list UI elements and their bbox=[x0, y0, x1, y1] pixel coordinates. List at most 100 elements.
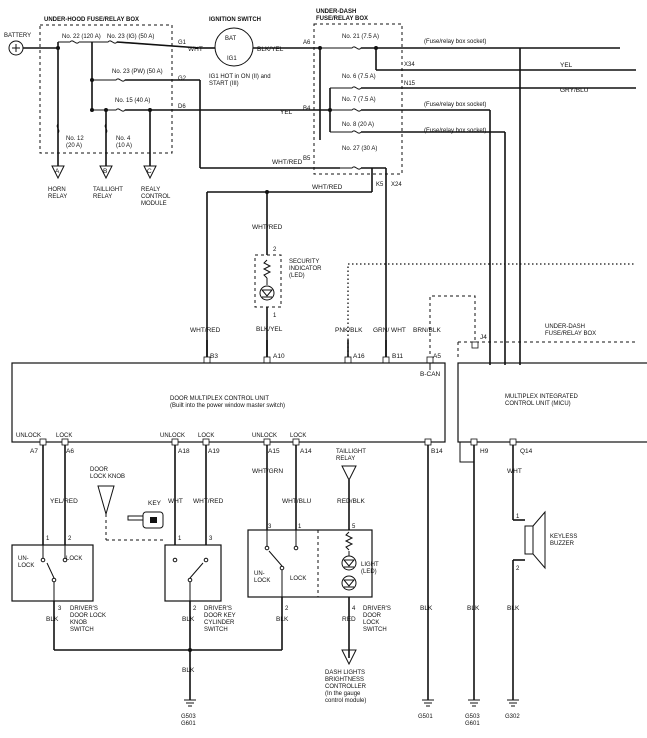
pin-q14: Q14 bbox=[520, 448, 533, 455]
dmcu-unlock-2: UNLOCK bbox=[160, 433, 185, 439]
wire-wht-red-sec: WHT/RED bbox=[252, 224, 283, 231]
knob-switch-label-1: DRIVER'S bbox=[70, 606, 98, 612]
output-b: B bbox=[103, 168, 107, 175]
pin-a6: A6 bbox=[66, 448, 74, 455]
micu: MULTIPLEX INTEGRATED CONTROL UNIT (MICU)… bbox=[457, 362, 647, 463]
door-lock-knob-switch: YEL/RED DOOR LOCK KNOB KEY 1 2 UN- LOCK … bbox=[11, 445, 165, 650]
signal-lines bbox=[347, 263, 636, 360]
wire-red: RED bbox=[342, 616, 356, 623]
pin-a6-top: A6 bbox=[303, 40, 311, 46]
knob-pin-1: 1 bbox=[46, 536, 50, 542]
pin-j4: J4 bbox=[480, 334, 487, 341]
pin-b14: B14 bbox=[431, 448, 443, 455]
fuse-6-label: No. 6 (7.5 A) bbox=[342, 74, 376, 80]
wire-yel-right: YEL bbox=[560, 62, 573, 69]
wire-wht-g1: WHT bbox=[188, 46, 203, 53]
wire-grn-wht: GRN/ WHT bbox=[373, 327, 406, 334]
taillight-relay-label-bottom-2: RELAY bbox=[336, 456, 355, 462]
wire-blk-cyl: BLK bbox=[182, 616, 195, 623]
wire-gry-blu: GRY/BLU bbox=[560, 87, 589, 94]
security-label-2: INDICATOR bbox=[289, 266, 322, 272]
wire-blk-knob: BLK bbox=[46, 616, 59, 623]
buzzer-label-1: KEYLESS bbox=[550, 534, 577, 540]
ground-g601-1: G601 bbox=[181, 721, 196, 727]
wire-pnk-blk: PNK/BLK bbox=[335, 327, 363, 334]
dls-pin-5: 5 bbox=[352, 524, 356, 530]
pin-h9: H9 bbox=[480, 448, 489, 455]
dmcu-lock-2: LOCK bbox=[198, 433, 214, 439]
knob-switch-label-4: SWITCH bbox=[70, 627, 94, 633]
security-pin-top: 2 bbox=[273, 247, 277, 253]
ground-g503-g601-icon bbox=[184, 699, 196, 707]
knob-switch-label-3: KNOB bbox=[70, 620, 87, 626]
dls-lock: LOCK bbox=[290, 576, 306, 582]
dls-pin-4: 4 bbox=[352, 606, 356, 612]
dmcu-unlock-3: UNLOCK bbox=[252, 433, 277, 439]
dash-lights-label-3: CONTROLLER bbox=[325, 684, 367, 690]
ground-g501-icon bbox=[422, 699, 434, 707]
pin-a16: A16 bbox=[353, 353, 365, 360]
underhood-wiring: A B C HORN RELAY TAILLIGHT RELAY REALY C… bbox=[23, 40, 201, 207]
door-lock-switch: WHT/GRN WHT/BLU 3 1 UN- LOCK LOCK 2 BLK bbox=[247, 445, 373, 650]
door-lock-switch-box bbox=[247, 529, 373, 598]
knob-switch-box bbox=[11, 544, 94, 602]
dash-lights-label-4: (In the gauge bbox=[325, 691, 361, 697]
realy-control-label-1: REALY bbox=[141, 187, 160, 193]
buzzer-pin-2: 2 bbox=[516, 566, 520, 572]
door-lock-led-icon-1 bbox=[341, 555, 357, 571]
knob-unlock-1: UN- bbox=[18, 556, 29, 562]
socket-label-2: (Fuse/relay box socket) bbox=[424, 102, 486, 108]
pin-a7: A7 bbox=[30, 448, 38, 455]
dls-light-1: LIGHT bbox=[361, 562, 379, 568]
wire-wht-red-b5: WHT/RED bbox=[272, 159, 303, 166]
underdash-box-outline bbox=[313, 23, 403, 175]
underdash-right-label-2: FUSE/RELAY BOX bbox=[545, 331, 596, 337]
dls-unlock-1: UN- bbox=[254, 571, 265, 577]
wire-blk-h9: BLK bbox=[467, 605, 480, 612]
underdash-top-wiring: YEL GRY/BLU YEL WHT/RED WHT/RED bbox=[199, 46, 636, 365]
fuse-8-label: No. 8 (20 A) bbox=[342, 122, 374, 128]
dls-pin-1: 1 bbox=[298, 524, 302, 530]
dmcu-lock-3: LOCK bbox=[290, 433, 306, 439]
socket-label-3: (Fuse/relay box socket) bbox=[424, 128, 486, 134]
dmcu-title: DOOR MULTIPLEX CONTROL UNIT bbox=[170, 396, 269, 402]
ignition-note-2: START (III) bbox=[209, 81, 239, 87]
battery-label: BATTERY bbox=[4, 33, 31, 39]
wire-blk-b14: BLK bbox=[420, 605, 433, 612]
fuse-15-label: No. 15 (40 A) bbox=[115, 98, 150, 104]
wire-wht-grn: WHT/GRN bbox=[252, 468, 283, 475]
pin-b11: B11 bbox=[392, 353, 403, 360]
pin-d6: D6 bbox=[178, 104, 186, 110]
cyl-switch-label-2: DOOR KEY bbox=[204, 613, 236, 619]
ground-g302-icon bbox=[507, 699, 519, 707]
knob-icon bbox=[97, 485, 115, 516]
fuse-22-label: No. 22 (120 A) bbox=[62, 34, 101, 40]
fuse-27-label: No. 27 (30 A) bbox=[342, 146, 377, 152]
pin-a5: A5 bbox=[433, 353, 441, 360]
dls-pin-2: 2 bbox=[285, 606, 289, 612]
micu-subtitle: CONTROL UNIT (MICU) bbox=[505, 401, 571, 407]
pin-n15: N15 bbox=[404, 81, 416, 87]
dmcu-lock-1: LOCK bbox=[56, 433, 72, 439]
fuse-12-label-2: (20 A) bbox=[66, 143, 82, 149]
ground-g503-2: G503 bbox=[465, 714, 480, 720]
ground-g503-1: G503 bbox=[181, 714, 196, 720]
keyless-buzzer: 1 2 KEYLESS BUZZER bbox=[516, 510, 577, 572]
underhood-fuse-box: UNDER-HOOD FUSE/RELAY BOX No. 22 (120 A)… bbox=[39, 17, 187, 154]
key-icon bbox=[127, 511, 164, 529]
realy-control-label-2: CONTROL bbox=[141, 194, 171, 200]
wire-yel-b4: YEL bbox=[280, 109, 293, 116]
fuse-12-label-1: No. 12 bbox=[66, 136, 84, 142]
underdash-right-label-1: UNDER-DASH bbox=[545, 324, 585, 330]
fuse-21-label: No. 21 (7.5 A) bbox=[342, 34, 379, 40]
pin-k5: K5 bbox=[376, 182, 384, 188]
security-pin-bot: 1 bbox=[273, 313, 277, 319]
horn-relay-label-2: RELAY bbox=[48, 194, 67, 200]
underdash-title-2: FUSE/RELAY BOX bbox=[316, 16, 368, 22]
realy-control-label-3: MODULE bbox=[141, 201, 167, 207]
ground-g503-g601-b-icon bbox=[468, 699, 480, 707]
dls-switch-label-4: SWITCH bbox=[363, 627, 387, 633]
cyl-pin-2: 2 bbox=[193, 606, 197, 612]
underdash-fuse-box-right: UNDER-DASH FUSE/RELAY BOX J4 bbox=[457, 324, 636, 360]
